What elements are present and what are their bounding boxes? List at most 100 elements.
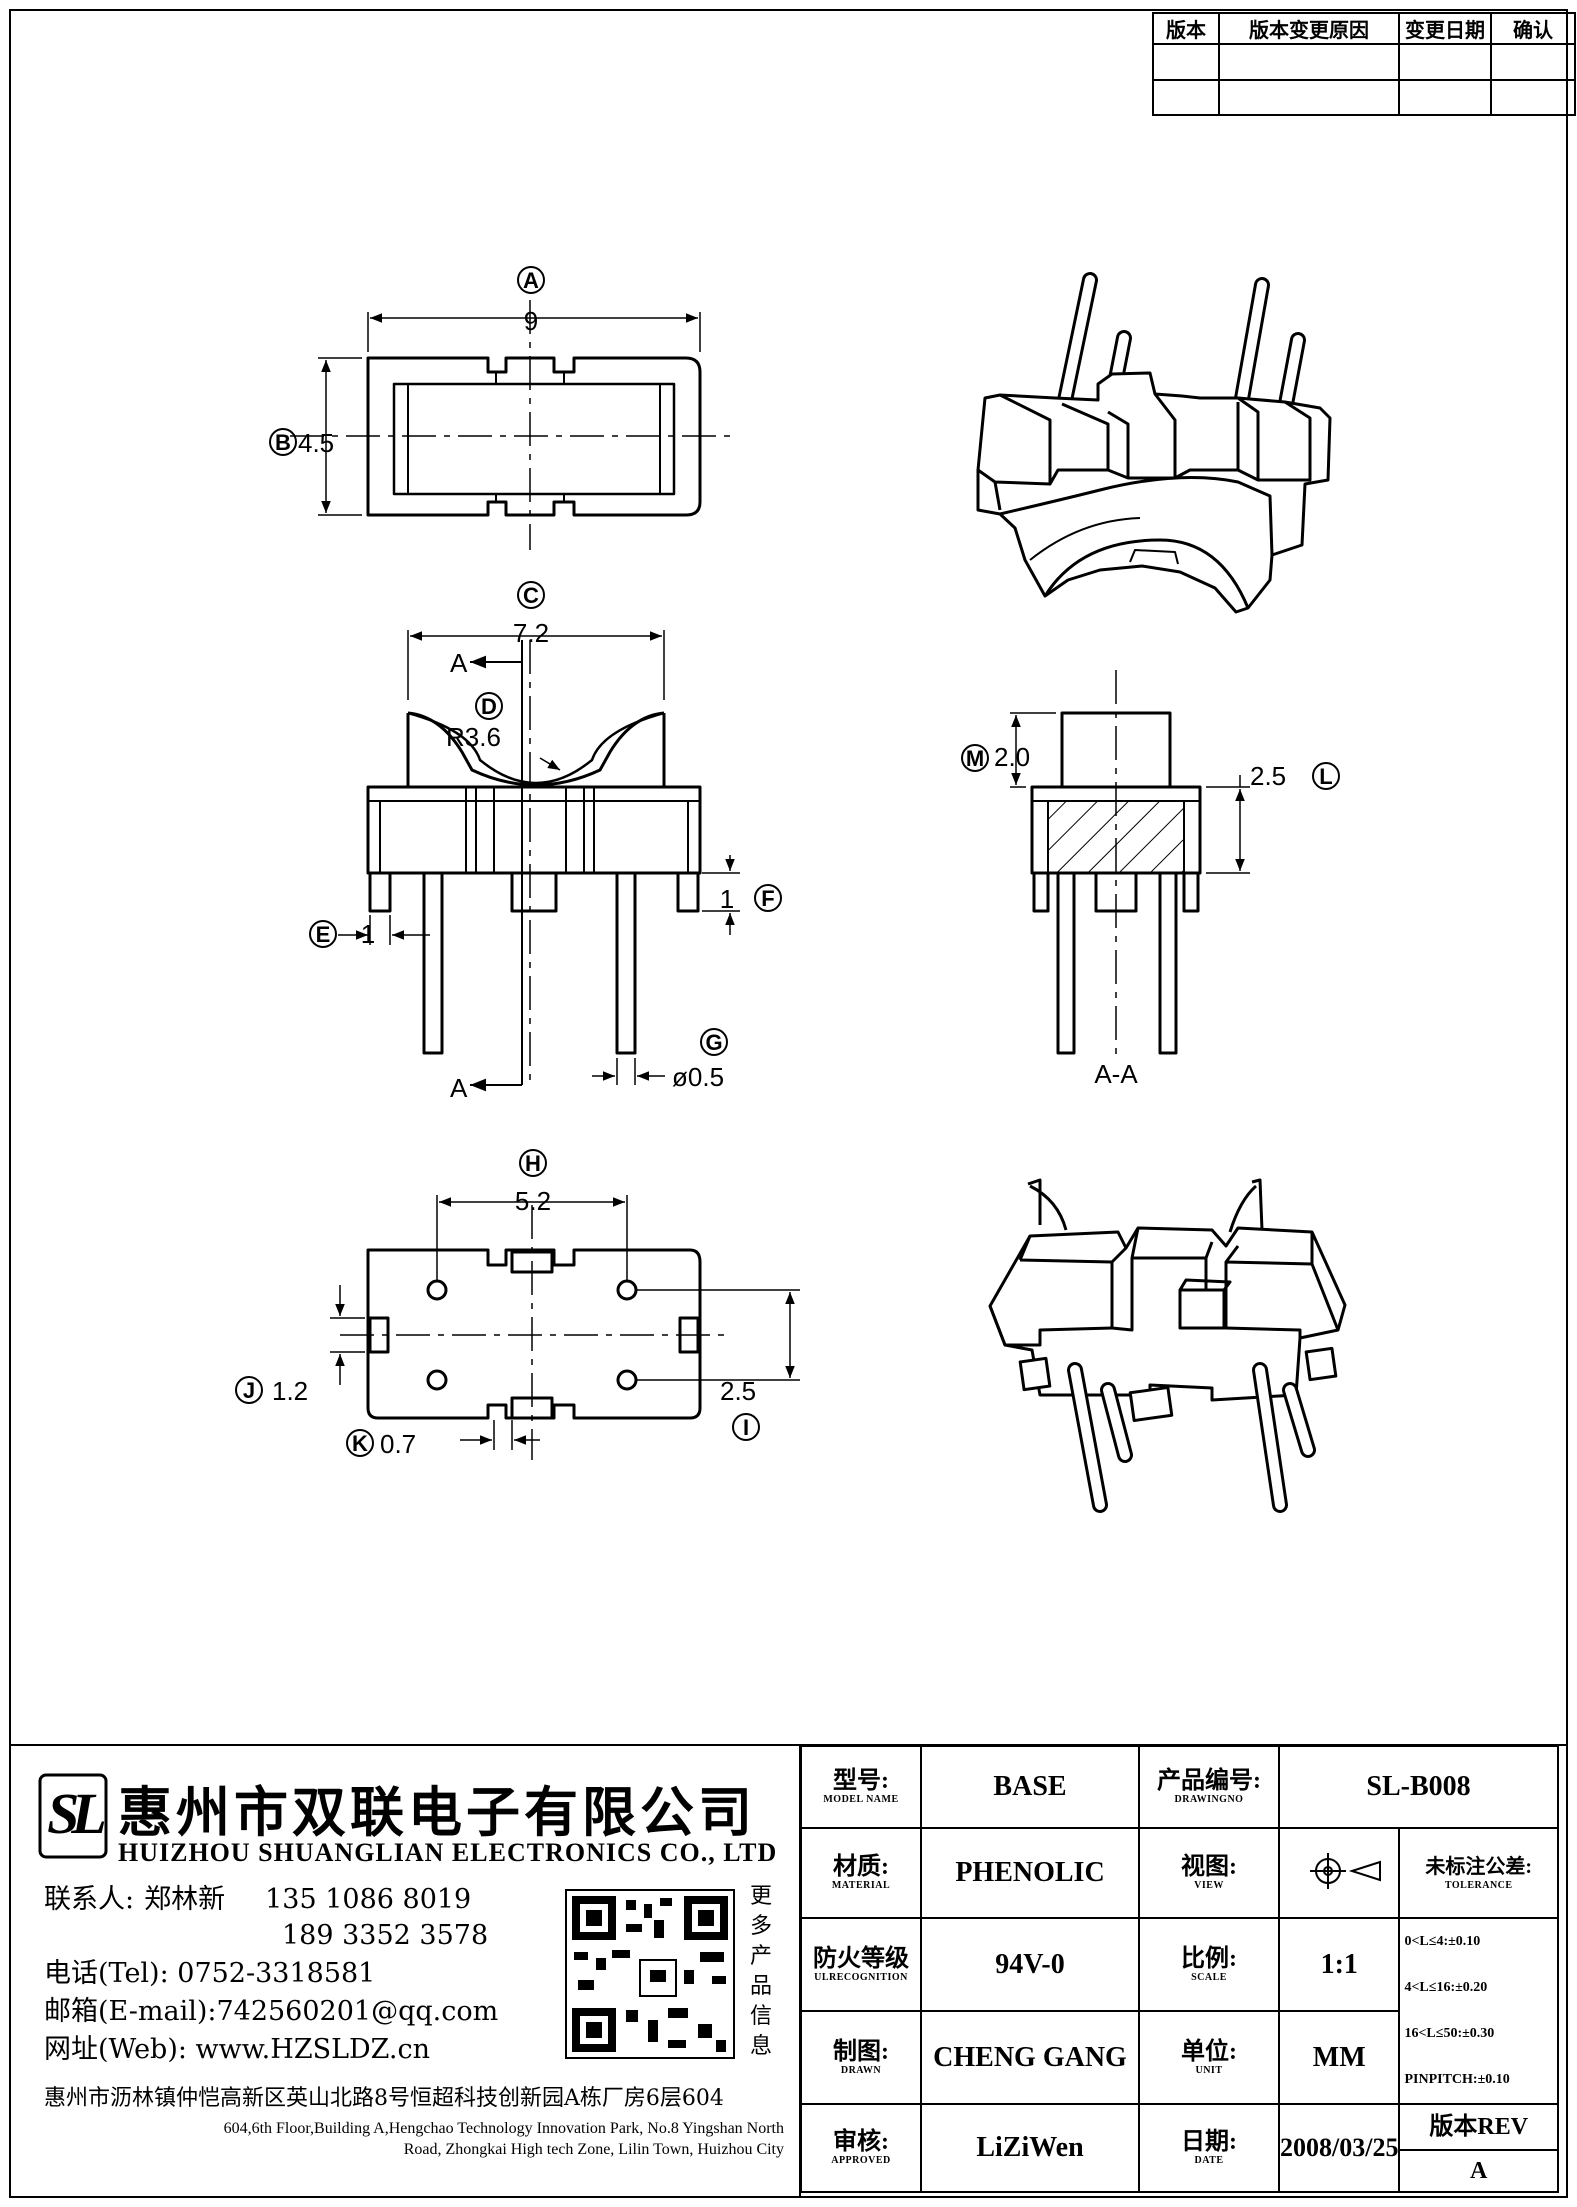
dim-h-value: 5.2 xyxy=(515,1186,551,1216)
scale-value: 1:1 xyxy=(1277,1917,1401,2012)
dim-callout-c: C xyxy=(517,581,545,609)
approved-label: 审核:APPROVED xyxy=(800,2103,922,2193)
rev-cell xyxy=(1398,78,1492,116)
svg-text:E: E xyxy=(316,922,331,947)
dim-b-value: 4.5 xyxy=(298,428,334,458)
rev-cell xyxy=(1152,43,1220,81)
more-info-vertical: 更多产 品信息 xyxy=(749,1884,772,2059)
material-label: 材质:MATERIAL xyxy=(800,1827,922,1919)
dim-callout-m: M xyxy=(961,744,989,772)
section-marker-bottom: A xyxy=(450,1073,468,1103)
rev-cell xyxy=(1490,43,1576,81)
dim-callout-e: E xyxy=(309,920,337,948)
scale-label: 比例:SCALE xyxy=(1138,1917,1280,2012)
svg-text:D: D xyxy=(481,694,497,719)
top-view xyxy=(290,300,730,550)
dim-callout-i: I xyxy=(732,1413,760,1441)
dim-m-value: 2.0 xyxy=(994,742,1030,772)
date-label: 日期:DATE xyxy=(1138,2103,1280,2193)
section-marker-top: A xyxy=(450,648,468,678)
dim-callout-l: L xyxy=(1312,762,1340,790)
qr-code-icon xyxy=(565,1889,735,2059)
svg-text:B: B xyxy=(275,430,291,455)
tolerance-row-4: PINPITCH:±0.10 xyxy=(1404,2072,1510,2087)
svg-text:A: A xyxy=(523,268,539,293)
model-value: BASE xyxy=(920,1745,1140,1829)
rev-header-version: 版本 xyxy=(1152,12,1220,45)
svg-text:I: I xyxy=(743,1415,749,1440)
section-a-a xyxy=(1010,670,1250,1060)
svg-text:L: L xyxy=(1319,764,1332,789)
address-cn: 惠州市沥林镇仲恺高新区英山北路8号恒超科技创新园A栋厂房6层604 xyxy=(44,2086,724,2111)
revision-cell: 版本REV A xyxy=(1398,2103,1559,2193)
dim-a-value: 9 xyxy=(524,306,538,336)
contact-label: 联系人: xyxy=(44,1884,135,1915)
svg-text:M: M xyxy=(966,746,984,771)
tolerance-row-2: 4<L≤16:±0.20 xyxy=(1404,1980,1488,1995)
revision-table: 版本 版本变更原因 变更日期 确认 xyxy=(1152,12,1576,116)
section-label: A-A xyxy=(1094,1059,1138,1089)
dim-callout-j: J xyxy=(235,1376,263,1404)
rev-header-confirm: 确认 xyxy=(1490,12,1576,45)
rev-header-date: 变更日期 xyxy=(1398,12,1492,45)
company-logo-text: SL xyxy=(47,1781,107,1846)
sheet-border xyxy=(9,9,1568,2198)
drawing-no-value: SL-B008 xyxy=(1278,1745,1559,1829)
svg-text:J: J xyxy=(243,1378,255,1403)
drawing-no-label: 产品编号:DRAWINGNO xyxy=(1138,1745,1280,1829)
dim-l-value: 2.5 xyxy=(1250,761,1286,791)
svg-text:F: F xyxy=(761,886,774,911)
dim-f-value: 1 xyxy=(720,884,734,914)
isometric-view-top xyxy=(976,272,1332,614)
dim-g-value: ø0.5 xyxy=(672,1062,724,1092)
rev-cell xyxy=(1152,78,1220,116)
company-name-en: HUIZHOU SHUANGLIAN ELECTRONICS CO., LTD xyxy=(118,1838,778,1867)
address-en: 604,6th Floor,Building A,Hengchao Techno… xyxy=(44,2118,784,2160)
rev-value: A xyxy=(1470,2158,1488,2184)
rev-label: 版本REV xyxy=(1400,2105,1557,2151)
rev-cell xyxy=(1490,78,1576,116)
dim-i-value: 2.5 xyxy=(720,1376,756,1406)
dim-callout-f: F xyxy=(754,884,782,912)
dim-callout-a: A xyxy=(517,266,545,294)
contact-name: 郑林新 xyxy=(144,1884,226,1915)
fire-rating-value: 94V-0 xyxy=(920,1917,1140,2012)
contact-phone-1: 135 1086 8019 xyxy=(265,1884,472,1915)
svg-text:H: H xyxy=(525,1151,541,1176)
drawn-label: 制图:DRAWN xyxy=(800,2010,922,2105)
address-en-line-2: Road, Zhongkai High tech Zone, Lilin Tow… xyxy=(403,2141,784,2158)
unit-label: 单位:UNIT xyxy=(1138,2010,1280,2105)
contact-phone-2: 189 3352 3578 xyxy=(282,1920,489,1951)
dim-e-value: 1 xyxy=(361,919,375,949)
address-en-line-1: 604,6th Floor,Building A,Hengchao Techno… xyxy=(223,2120,784,2137)
svg-text:G: G xyxy=(705,1030,722,1055)
contact-web: 网址(Web): www.HZSLDZ.cn xyxy=(44,2034,431,2065)
tolerance-label: 未标注公差:TOLERANCE xyxy=(1398,1827,1559,1919)
contact-tel: 电话(Tel): 0752-3318581 xyxy=(44,1958,376,1989)
contact-email: 邮箱(E-mail):742560201@qq.com xyxy=(44,1996,499,2027)
isometric-view-bottom xyxy=(988,1178,1347,1513)
material-value: PHENOLIC xyxy=(920,1827,1140,1919)
svg-text:C: C xyxy=(523,583,539,608)
rev-cell xyxy=(1218,78,1400,116)
front-view xyxy=(338,630,740,1092)
tolerance-row-3: 16<L≤50:±0.30 xyxy=(1404,2026,1495,2041)
tolerance-row-1: 0<L≤4:±0.10 xyxy=(1404,1934,1481,1949)
dim-callout-b: B xyxy=(269,428,297,456)
tolerance-values: 0<L≤4:±0.10 4<L≤16:±0.20 16<L≤50:±0.30 P… xyxy=(1398,1917,1559,2105)
dim-k-value: 0.7 xyxy=(380,1429,416,1459)
company-logo-icon xyxy=(38,1773,108,1859)
drawn-value: CHENG GANG xyxy=(920,2010,1140,2105)
company-name-cn: 惠州市双联电子有限公司 xyxy=(118,1780,756,1844)
dim-callout-h: H xyxy=(519,1149,547,1177)
rev-header-reason: 版本变更原因 xyxy=(1218,12,1400,45)
rev-cell xyxy=(1218,43,1400,81)
dim-d-value: R3.6 xyxy=(446,722,501,752)
dim-callout-g: G xyxy=(700,1028,728,1056)
rev-cell xyxy=(1398,43,1492,81)
bottom-view xyxy=(330,1195,800,1460)
dim-c-value: 7.2 xyxy=(513,618,549,648)
view-label: 视图:VIEW xyxy=(1138,1827,1280,1919)
